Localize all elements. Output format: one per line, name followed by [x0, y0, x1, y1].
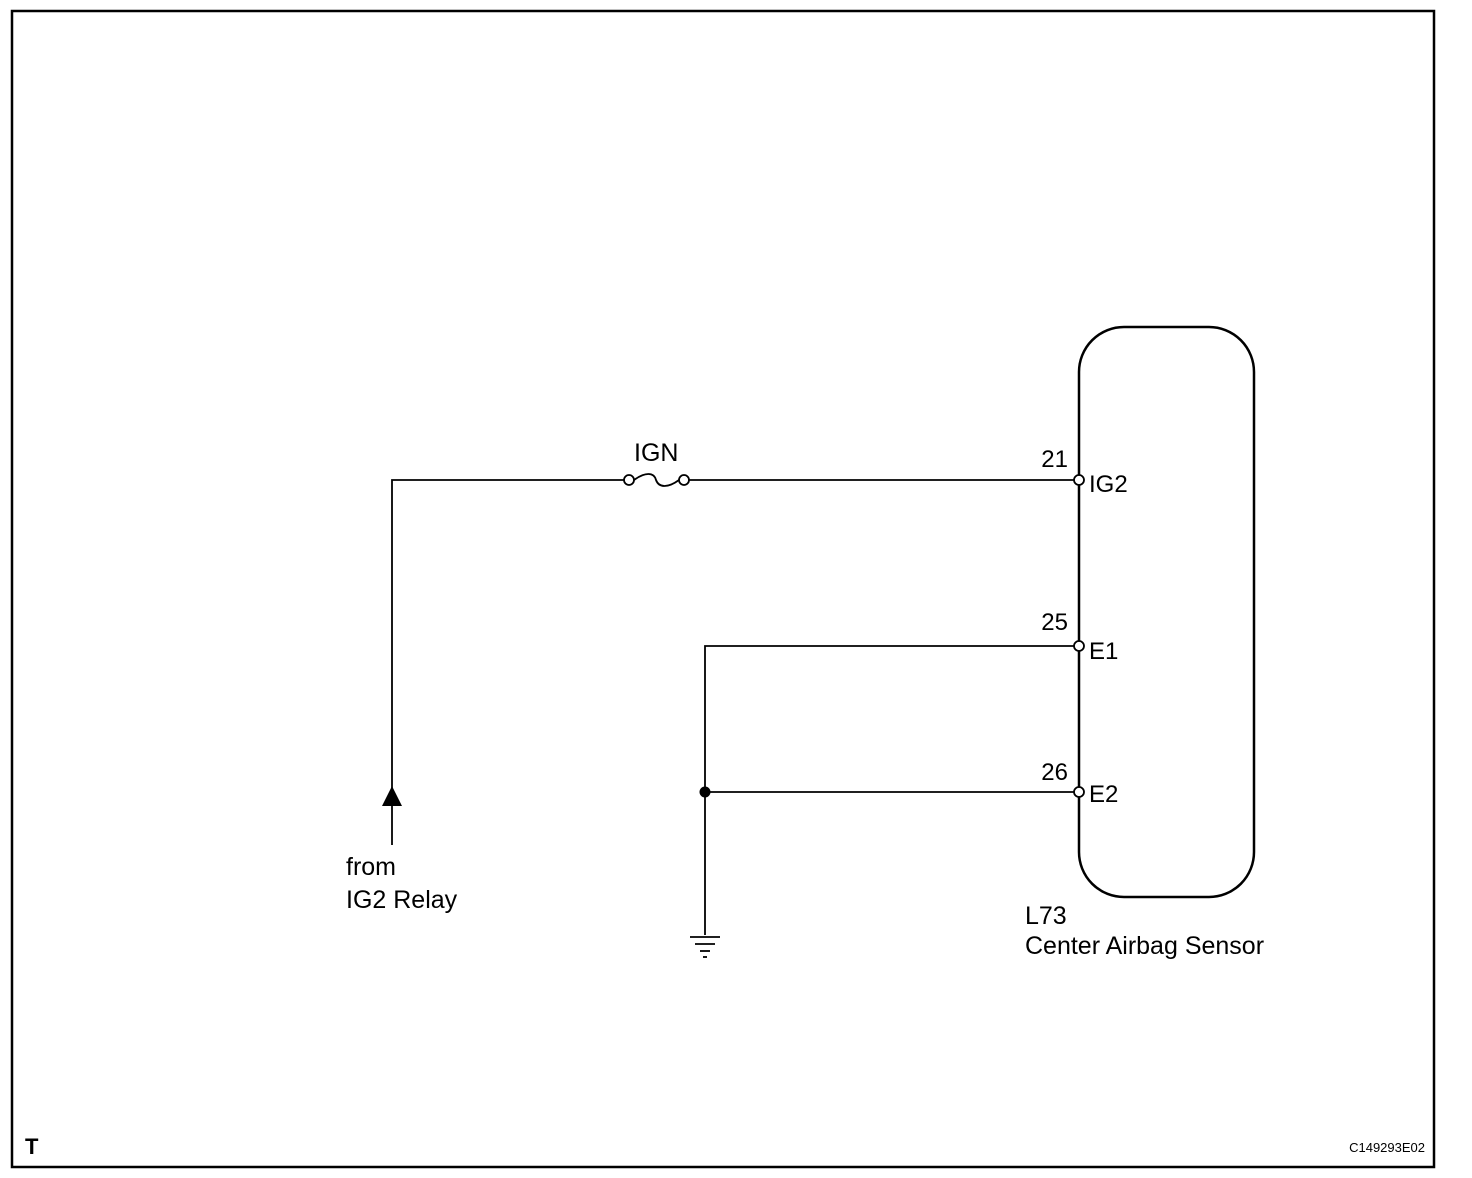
pin-26-name: E2 — [1089, 781, 1118, 808]
splice-point — [699, 786, 711, 798]
diagram-frame — [10, 9, 1436, 1169]
fuse-symbol — [623, 473, 690, 487]
ground-icon — [690, 936, 720, 958]
pin-21-number: 21 — [1041, 446, 1068, 473]
source-label-line2: IG2 Relay — [346, 886, 458, 914]
pin-25-number: 25 — [1041, 609, 1068, 636]
pin-26-number: 26 — [1041, 759, 1068, 786]
corner-mark: T — [25, 1134, 39, 1159]
pin-21-terminal — [1073, 474, 1085, 486]
source-arrow-icon — [382, 786, 402, 845]
wire-e1 — [704, 645, 1074, 935]
pin-25-terminal — [1073, 640, 1085, 652]
component-name: Center Airbag Sensor — [1025, 932, 1264, 960]
figure-id: C149293E02 — [1349, 1140, 1425, 1155]
pin-25-name: E1 — [1089, 638, 1118, 665]
source-label-line1: from — [346, 853, 396, 881]
component-code: L73 — [1025, 902, 1067, 930]
pin-21-name: IG2 — [1089, 471, 1128, 498]
wire-ig2-source — [391, 479, 624, 790]
pin-26-terminal — [1073, 786, 1085, 798]
fuse-label: IGN — [634, 439, 678, 467]
component-body — [1077, 325, 1256, 899]
